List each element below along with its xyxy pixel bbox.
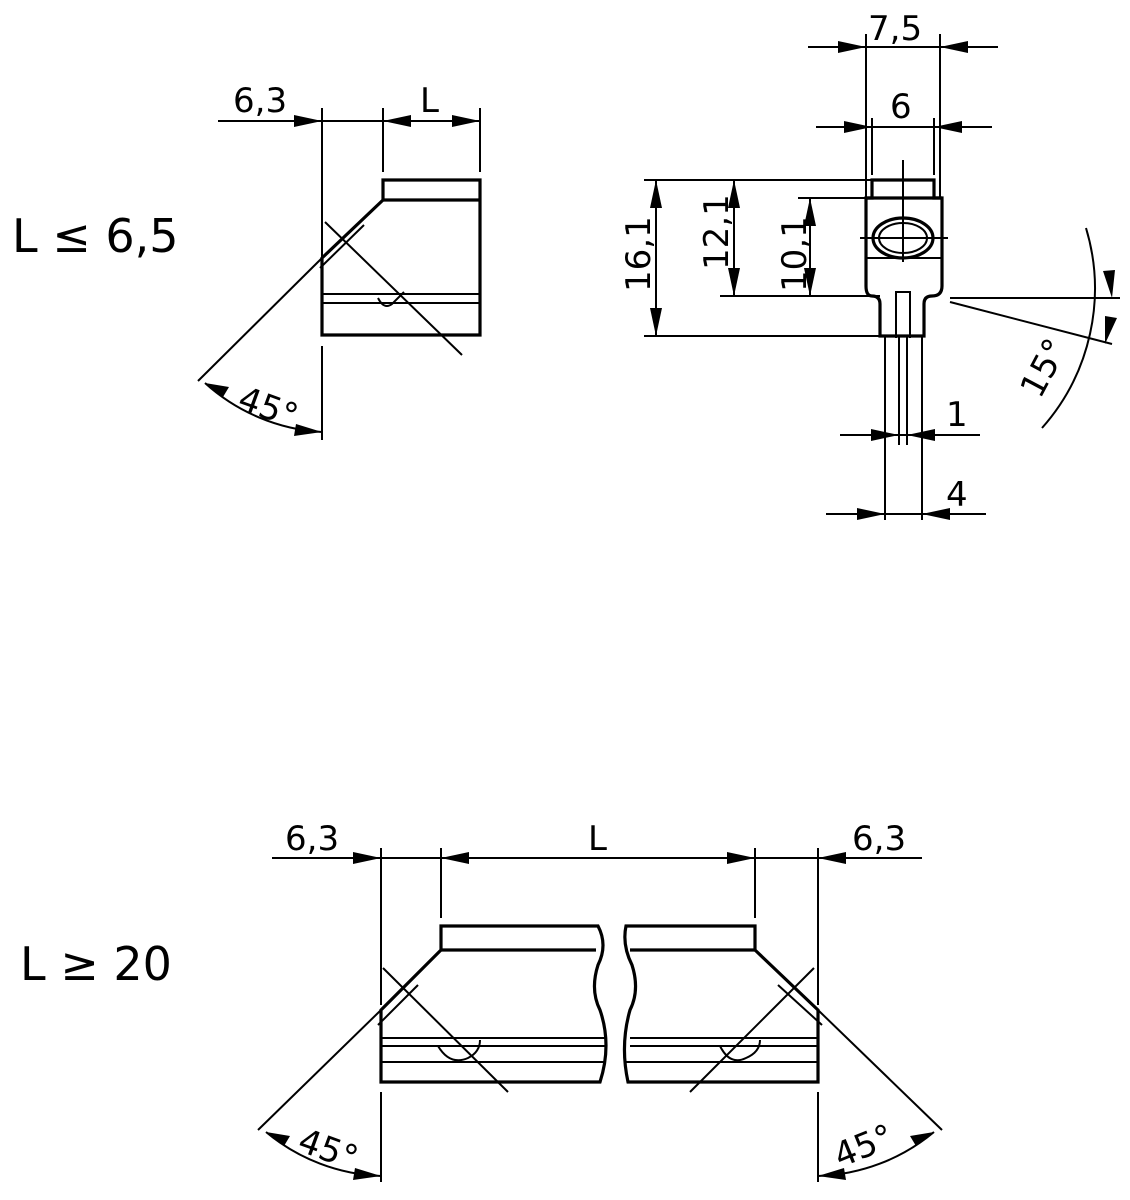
dim-height-total: 16,1 (619, 216, 659, 292)
dim-height-mid: 12,1 (697, 194, 737, 270)
terminal-body-right (622, 924, 820, 1084)
view-long-terminal: L ≥ 20 6,3 L 6,3 (20, 819, 943, 1182)
dim-height-inner: 10,1 (775, 216, 815, 292)
angle-label-left: 45° (293, 1121, 363, 1179)
dim-offset-short: 6,3 (233, 81, 287, 121)
angle-label-short: 45° (233, 379, 303, 437)
condition-label-long: L ≥ 20 (20, 937, 172, 991)
view-terminal-front: 7,5 6 16,1 12,1 10,1 (619, 9, 1120, 520)
dim-length-long: L (588, 819, 607, 859)
condition-label-short: L ≤ 6,5 (12, 209, 179, 263)
dim-pin-thickness: 1 (946, 395, 968, 435)
terminal-body-short (320, 178, 482, 337)
terminal-body-left (379, 924, 608, 1084)
dim-width-outer: 7,5 (868, 9, 922, 49)
dim-pin-pitch: 4 (946, 475, 968, 515)
view-short-terminal: L ≤ 6,5 6,3 L 45° (12, 81, 482, 440)
dim-offset-right: 6,3 (852, 819, 906, 859)
terminal-front-body (864, 178, 944, 338)
dim-offset-left: 6,3 (285, 819, 339, 859)
dim-length-short: L (420, 81, 439, 121)
angle-label-right: 45° (828, 1117, 899, 1177)
dim-width-inner: 6 (890, 87, 912, 127)
